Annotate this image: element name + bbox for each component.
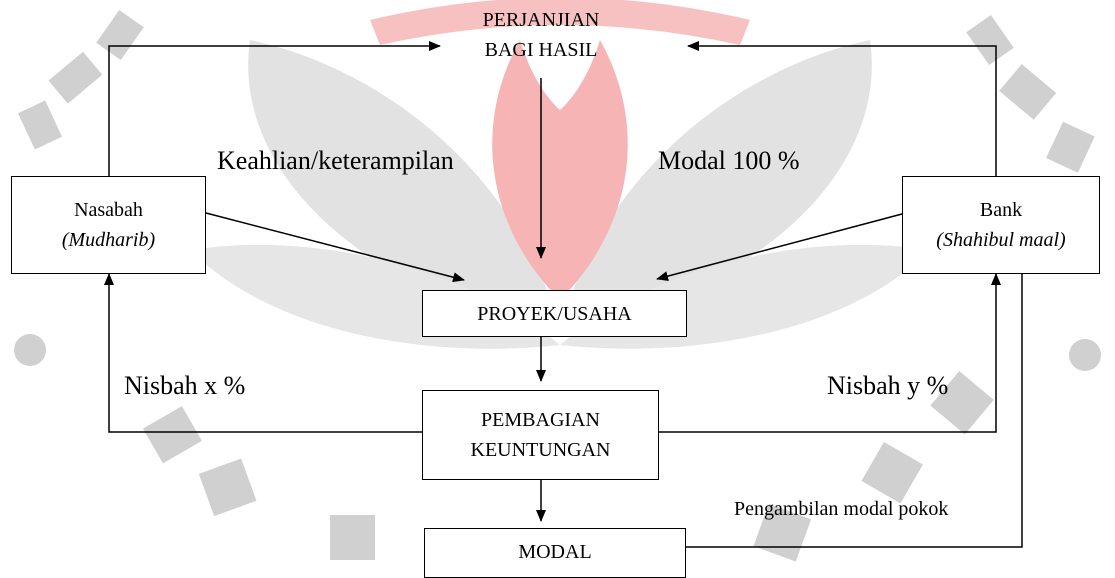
node-pembagian: PEMBAGIAN KEUNTUNGAN [422,390,659,480]
arrow-nasabah-to-proyek [205,212,465,283]
watermark-dot-right [1069,339,1101,371]
node-nasabah: Nasabah (Mudharib) [11,176,206,274]
node-pembagian-line1: PEMBAGIAN [481,409,600,431]
watermark-dot-left [14,334,46,366]
watermark-top-band [370,0,750,45]
label-pengambilan: Pengambilan modal pokok [734,498,949,520]
node-pembagian-line2: KEUNTUNGAN [470,439,611,461]
arrow-bank-to-perjanjian [687,41,997,176]
node-perjanjian-line2: BAGI HASIL [484,39,598,61]
arrow-pembagian-to-nasabah [104,273,422,433]
label-nisbah-x: Nisbah x % [124,371,246,400]
node-perjanjian: PERJANJIAN BAGI HASIL [446,5,636,65]
watermark-leaf-right [560,40,872,330]
label-modal-100: Modal 100 % [658,146,800,175]
arrow-modal-to-bank [686,261,1027,548]
label-keahlian: Keahlian/keterampilan [217,146,454,175]
node-bank: Bank (Shahibul maal) [902,176,1100,274]
node-bank-line2: (Shahibul maal) [936,229,1066,251]
node-nasabah-line1: Nasabah [74,199,143,221]
node-modal: MODAL [424,528,686,578]
watermark-leaf-left [248,40,560,330]
watermark-lettering [17,10,1095,562]
label-nisbah-y: Nisbah y % [827,371,949,400]
arrow-nasabah-to-perjanjian [108,41,441,176]
node-nasabah-line2: (Mudharib) [61,229,156,251]
node-bank-line1: Bank [979,199,1023,221]
node-proyek: PROYEK/USAHA [422,290,687,337]
watermark-flame [492,40,628,300]
arrow-pembagian-to-bank [659,273,1001,433]
node-proyek-label: PROYEK/USAHA [477,302,632,325]
arrow-bank-to-proyek [656,213,903,282]
node-perjanjian-line1: PERJANJIAN [482,9,600,31]
node-modal-label: MODAL [518,541,592,563]
